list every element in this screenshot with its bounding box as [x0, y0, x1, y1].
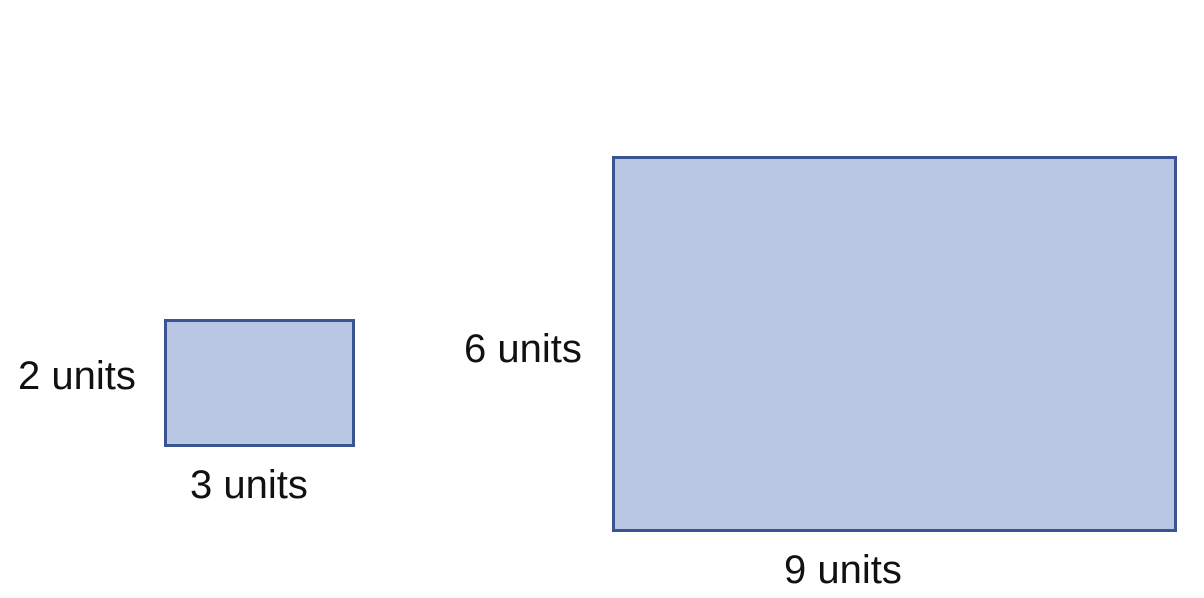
large-rectangle-width-label: 9 units — [784, 548, 902, 592]
small-rectangle-width-label: 3 units — [190, 463, 308, 507]
large-rectangle — [612, 156, 1177, 532]
small-rectangle — [164, 319, 355, 447]
small-rectangle-height-label: 2 units — [18, 354, 136, 398]
large-rectangle-height-label: 6 units — [464, 327, 582, 371]
